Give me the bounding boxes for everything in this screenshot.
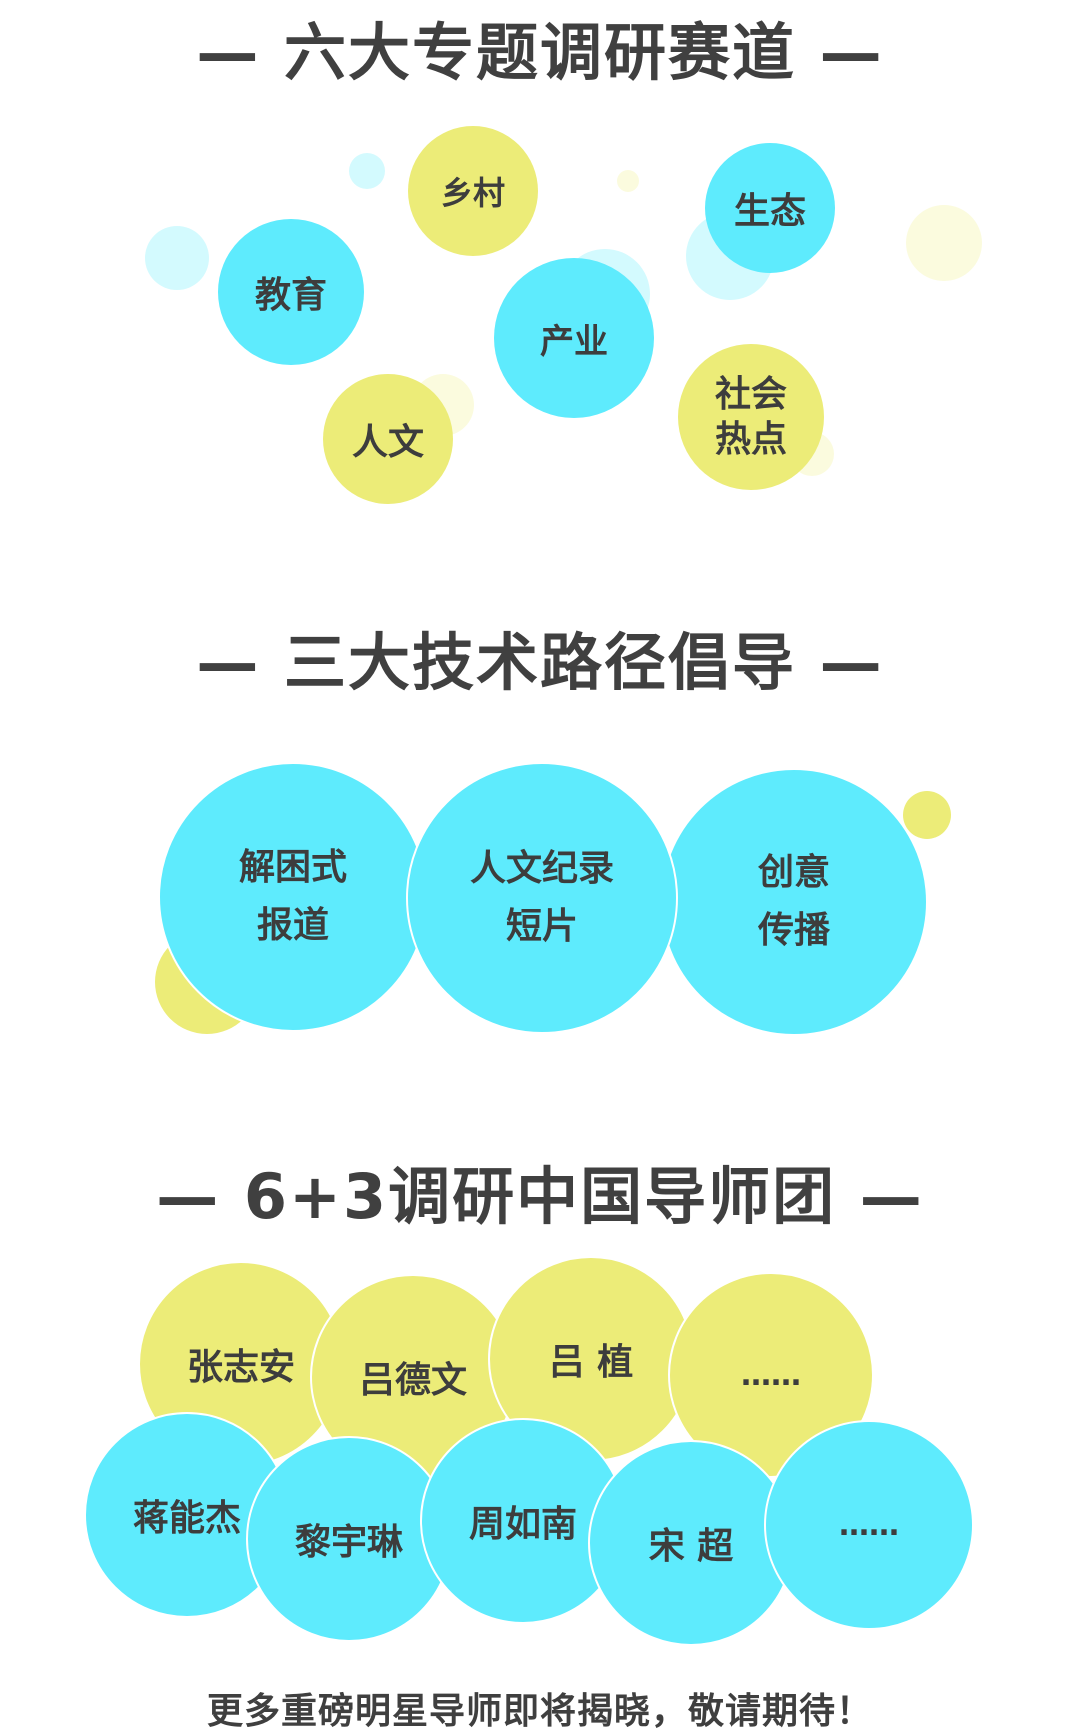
track-industry: 产业 bbox=[494, 258, 654, 418]
path-humanities-documentary: 人文纪录 短片 bbox=[406, 762, 678, 1034]
track-rural: 乡村 bbox=[408, 126, 538, 256]
track-humanities: 人文 bbox=[323, 374, 453, 504]
section-title-tech-paths: — 三大技术路径倡导 — bbox=[196, 626, 884, 699]
track-ecology: 生态 bbox=[705, 143, 835, 273]
decorative-dot bbox=[903, 791, 951, 839]
mentor-more-row2: …… bbox=[764, 1420, 974, 1630]
path-solutions-journalism: 解困式 报道 bbox=[158, 762, 428, 1032]
mentor-song-chao: 宋 超 bbox=[588, 1440, 794, 1646]
decorative-dot bbox=[145, 226, 209, 290]
track-social-hotspot: 社会 热点 bbox=[678, 344, 824, 490]
footer-note: 更多重磅明星导师即将揭晓，敬请期待！ bbox=[206, 1691, 873, 1732]
decorative-dot bbox=[906, 205, 982, 281]
decorative-dot bbox=[617, 170, 639, 192]
section-title-tracks: — 六大专题调研赛道 — bbox=[196, 16, 884, 89]
track-education: 教育 bbox=[218, 219, 364, 365]
path-creative-communication: 创意 传播 bbox=[660, 768, 928, 1036]
decorative-dot bbox=[349, 153, 385, 189]
section-title-mentors: — 6+3调研中国导师团 — bbox=[156, 1160, 924, 1233]
mentor-li-yulin: 黎宇琳 bbox=[246, 1436, 452, 1642]
